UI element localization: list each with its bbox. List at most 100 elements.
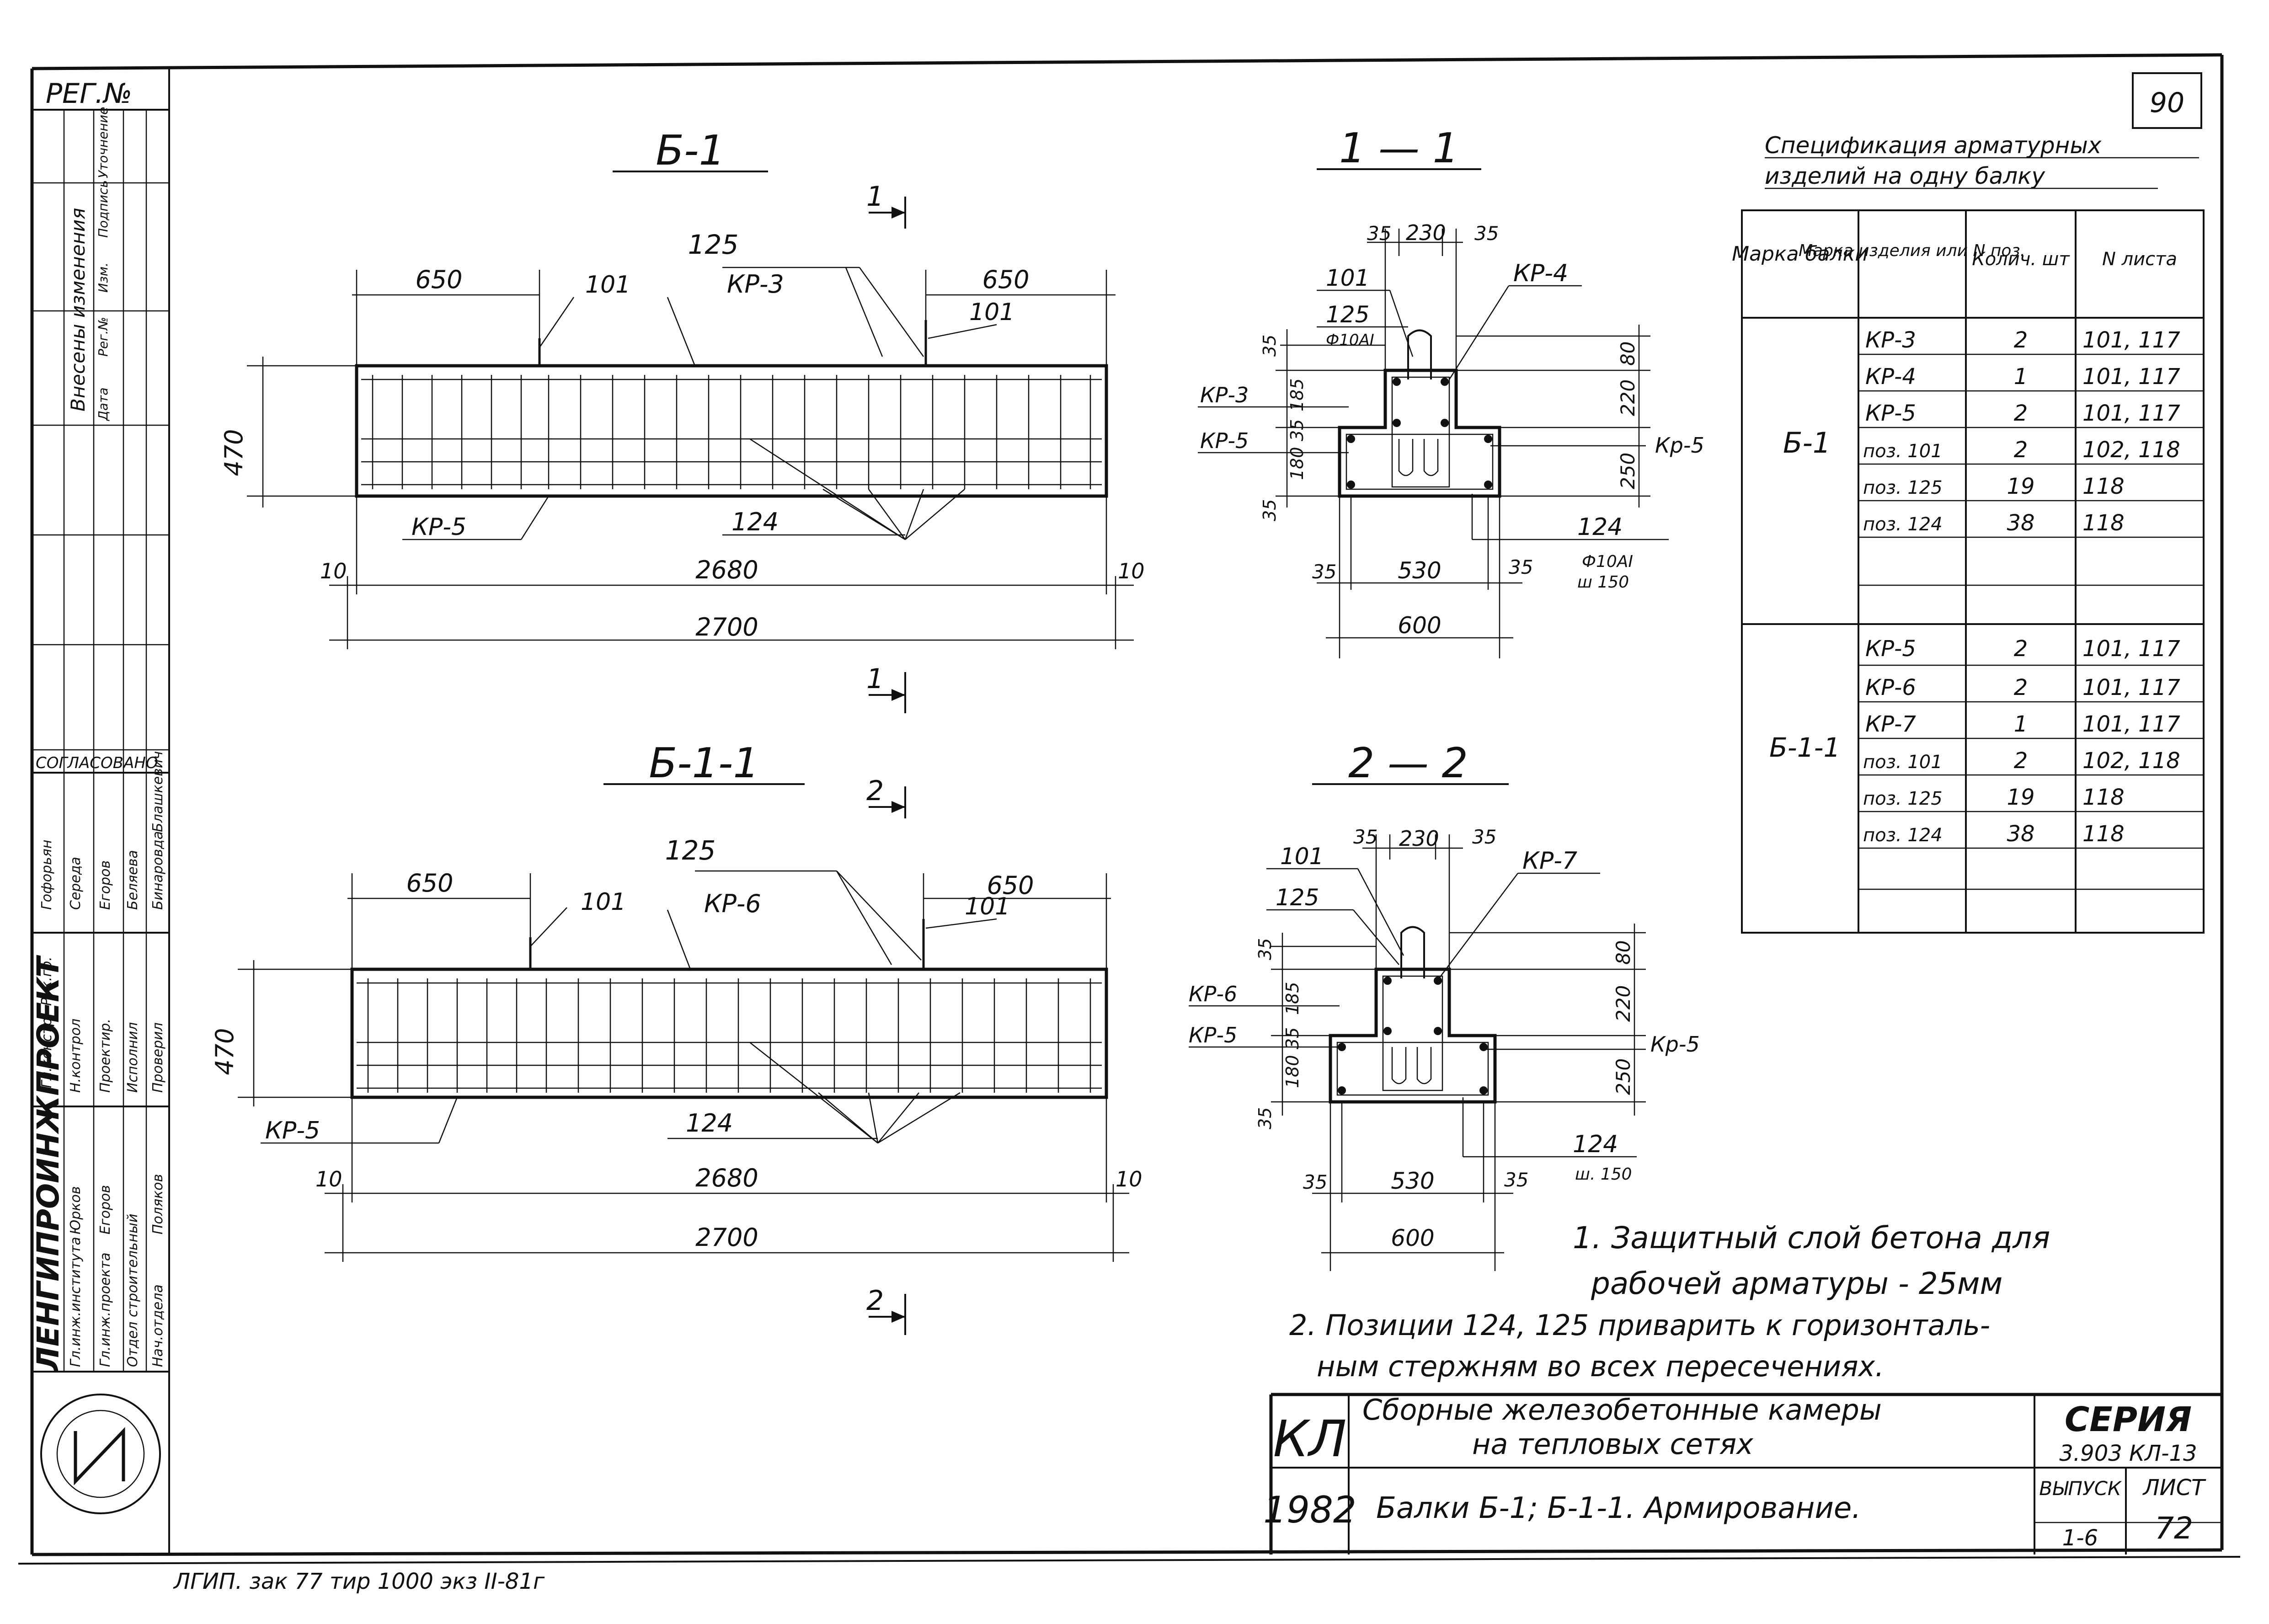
issue-label: ВЫПУСК <box>2039 1477 2122 1500</box>
staff-role: Отдел строительный <box>125 1214 141 1367</box>
spec-cell-sheet: 101, 117 <box>2082 327 2180 353</box>
b11-title: Б-1-1 <box>649 739 759 787</box>
b11-label-kr-top: КР-6 <box>704 889 761 918</box>
notes: 1. Защитный слой бетона для рабочей арма… <box>1289 1220 2050 1383</box>
b11-dim-total: 2700 <box>695 1223 758 1252</box>
person-name: Беляева <box>125 850 141 910</box>
b11-label-101-right: 101 <box>965 893 1010 920</box>
spec-title-line2: изделий на одну балку <box>1765 163 2045 189</box>
s22-dim-v5: 35 <box>1255 1107 1275 1129</box>
title-line3: Балки Б-1; Б-1-1. Армирование. <box>1376 1491 1861 1525</box>
b11-section-mark-bottom: 2 <box>866 1285 884 1317</box>
spec-cell-qty: 2 <box>2014 327 2028 353</box>
changes-col: Уточнение <box>96 107 111 178</box>
spec-cell-item: КР-3 <box>1865 327 1916 353</box>
spec-header-qty: Колич. шт <box>1972 249 2070 270</box>
s11-label-kr-right: Кр-5 <box>1655 433 1704 458</box>
s22-dim-r3: 250 <box>1612 1058 1634 1095</box>
s11-dim-top-left: 35 <box>1367 222 1391 245</box>
role: Проектир. <box>97 1019 113 1093</box>
s22-label-kr-top: КР-7 <box>1522 847 1577 875</box>
s11-label-125: 125 <box>1326 301 1369 328</box>
sheet-number: 72 <box>2155 1511 2193 1546</box>
spec-cell-sheet: 118 <box>2082 510 2125 536</box>
b11-label-kr-bottom: КР-5 <box>265 1117 320 1144</box>
beam-b1-elevation: Б-1 <box>247 127 1134 649</box>
s22-label-124: 124 <box>1573 1131 1618 1158</box>
s11-dim-bottom-inner: 530 <box>1398 557 1441 584</box>
s11-dim-top-mid: 230 <box>1406 220 1446 245</box>
spec-cell-qty: 2 <box>2014 675 2028 700</box>
staff-role: Нач.отдела <box>150 1284 166 1367</box>
sheet-label: ЛИСТ <box>2142 1475 2207 1501</box>
s22-dim-v2: 185 <box>1282 982 1303 1015</box>
s11-title: 1 — 1 <box>1339 124 1459 172</box>
spec-cell-sheet: 118 <box>2082 785 2125 810</box>
s11-dim-top-right: 35 <box>1474 222 1499 245</box>
staff-role: Гл.инж.проекта <box>97 1252 113 1367</box>
s22-dim-v4: 180 <box>1282 1055 1303 1088</box>
s22-dim-v3: 35 <box>1282 1027 1303 1049</box>
series-label: СЕРИЯ <box>2065 1400 2192 1439</box>
s22-dim-bottom-right: 35 <box>1504 1169 1528 1191</box>
b1-label-101-left: 101 <box>585 271 630 299</box>
note-line: ным стержням во всех пересечениях. <box>1317 1350 1884 1383</box>
role: Рук.гр. <box>39 956 55 1006</box>
spec-cell-qty: 1 <box>2014 711 2028 737</box>
s11-label-bar125: Ф10АI <box>1326 331 1374 349</box>
spec-table <box>1741 157 2205 934</box>
spec-cell-qty: 2 <box>2014 636 2028 662</box>
note-line: 2. Позиции 124, 125 приварить к горизонт… <box>1289 1309 1990 1342</box>
s11-dim-v4: 180 <box>1287 447 1307 480</box>
staff-role: Гл.инж.института <box>68 1237 84 1367</box>
s11-label-kr-top: КР-4 <box>1513 260 1568 287</box>
spec-header-sheet: N листа <box>2102 249 2177 270</box>
title-line1: Сборные железобетонные камеры <box>1362 1393 1882 1426</box>
s22-dim-r2: 220 <box>1612 985 1634 1022</box>
section-2-2: 2 — 2 <box>1189 739 1646 1271</box>
s22-label-101: 101 <box>1280 843 1324 870</box>
section-1-1: 1 — 1 <box>1198 124 1669 658</box>
person-name: Блашкевич <box>150 751 166 832</box>
spec-headers: Марка балки Марка изделия или N поз. Кол… <box>1732 241 2177 270</box>
person-name: Бинаровда <box>150 831 166 910</box>
title-block <box>1269 1393 2222 1555</box>
s22-dim-top-right: 35 <box>1472 826 1496 848</box>
spec-beam-b1: Б-1 <box>1783 426 1831 459</box>
s11-dim-v3: 35 <box>1287 419 1307 441</box>
spec-cell-sheet: 101, 117 <box>2082 636 2180 662</box>
spec-cell-sheet: 118 <box>2082 474 2125 499</box>
title-code: КЛ <box>1273 1410 1347 1468</box>
spec-cell-sheet: 102, 118 <box>2082 437 2180 463</box>
b11-dim-gap-right: 10 <box>1116 1167 1143 1191</box>
s11-label-kr-left2: КР-5 <box>1200 428 1249 453</box>
spec-title-line1: Спецификация арматурных <box>1765 132 2102 159</box>
spec-cell-qty: 19 <box>2007 785 2034 810</box>
agreed-label: СОГЛАСОВАНО <box>36 754 158 772</box>
spec-cell-sheet: 101, 117 <box>2082 401 2180 426</box>
staff-name: Поляков <box>150 1174 166 1234</box>
spec-cell-item: КР-4 <box>1865 364 1916 390</box>
b1-section-mark-top: 1 <box>866 181 884 213</box>
changes-header: Внесены изменения <box>67 208 89 412</box>
spec-cell-item: КР-5 <box>1865 401 1916 426</box>
b1-dim-mid: 125 <box>688 229 739 260</box>
s22-dim-v1: 35 <box>1255 938 1275 960</box>
s22-title: 2 — 2 <box>1348 739 1468 787</box>
b1-dim-height: 470 <box>219 429 248 476</box>
person-name: Середа <box>68 857 84 910</box>
s11-dim-v2: 185 <box>1287 378 1307 411</box>
s22-label-kr-right: Кр-5 <box>1650 1032 1700 1057</box>
person-name: Гофорьян <box>39 840 55 910</box>
person-name: Егоров <box>97 860 113 910</box>
spec-cell-sheet: 101, 117 <box>2082 711 2180 737</box>
changes-col: Рег.№ <box>96 317 111 357</box>
b1-dim-gap-left: 10 <box>320 559 347 583</box>
page-number-box: 90 <box>2132 72 2202 129</box>
spec-cell-item: поз. 124 <box>1863 825 1943 846</box>
spec-cell-qty: 19 <box>2007 474 2034 499</box>
s11-dim-bottom-right: 35 <box>1509 556 1533 578</box>
s11-label-101: 101 <box>1326 265 1369 291</box>
spec-cell-item: КР-7 <box>1865 711 1916 737</box>
